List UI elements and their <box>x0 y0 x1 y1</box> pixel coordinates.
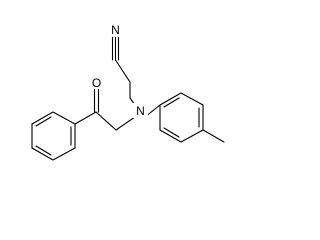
nitrile-nitrogen-label: N <box>111 23 120 37</box>
tolyl-inner-bond-1 <box>163 97 180 108</box>
phenyl-inner-bond-1 <box>35 116 52 127</box>
bond-carbonyl-to-phenyl <box>74 111 97 125</box>
keto-group <box>74 88 117 131</box>
bond-ch2-to-carbonyl <box>95 111 117 131</box>
bond-cn-to-ch2 <box>114 59 131 83</box>
molecule-structure: N N O <box>31 22 225 161</box>
phenyl-ring <box>31 111 76 161</box>
phenyl-ring-outline <box>31 111 76 161</box>
structure-canvas: N N O <box>31 22 225 161</box>
tolyl-ring-outline <box>159 92 204 143</box>
phenyl-inner-bond-2 <box>35 145 52 156</box>
tolyl-ring <box>159 92 225 143</box>
amine-nitrogen-label: N <box>136 104 145 118</box>
bond-tolyl-methyl <box>202 129 225 143</box>
bond-amine-to-ch2-keto <box>115 116 136 131</box>
tolyl-inner-bond-3 <box>163 127 180 138</box>
nitrile-group <box>111 36 131 83</box>
carbonyl-oxygen-label: O <box>92 76 101 90</box>
atom-labels: N N O <box>89 22 148 118</box>
